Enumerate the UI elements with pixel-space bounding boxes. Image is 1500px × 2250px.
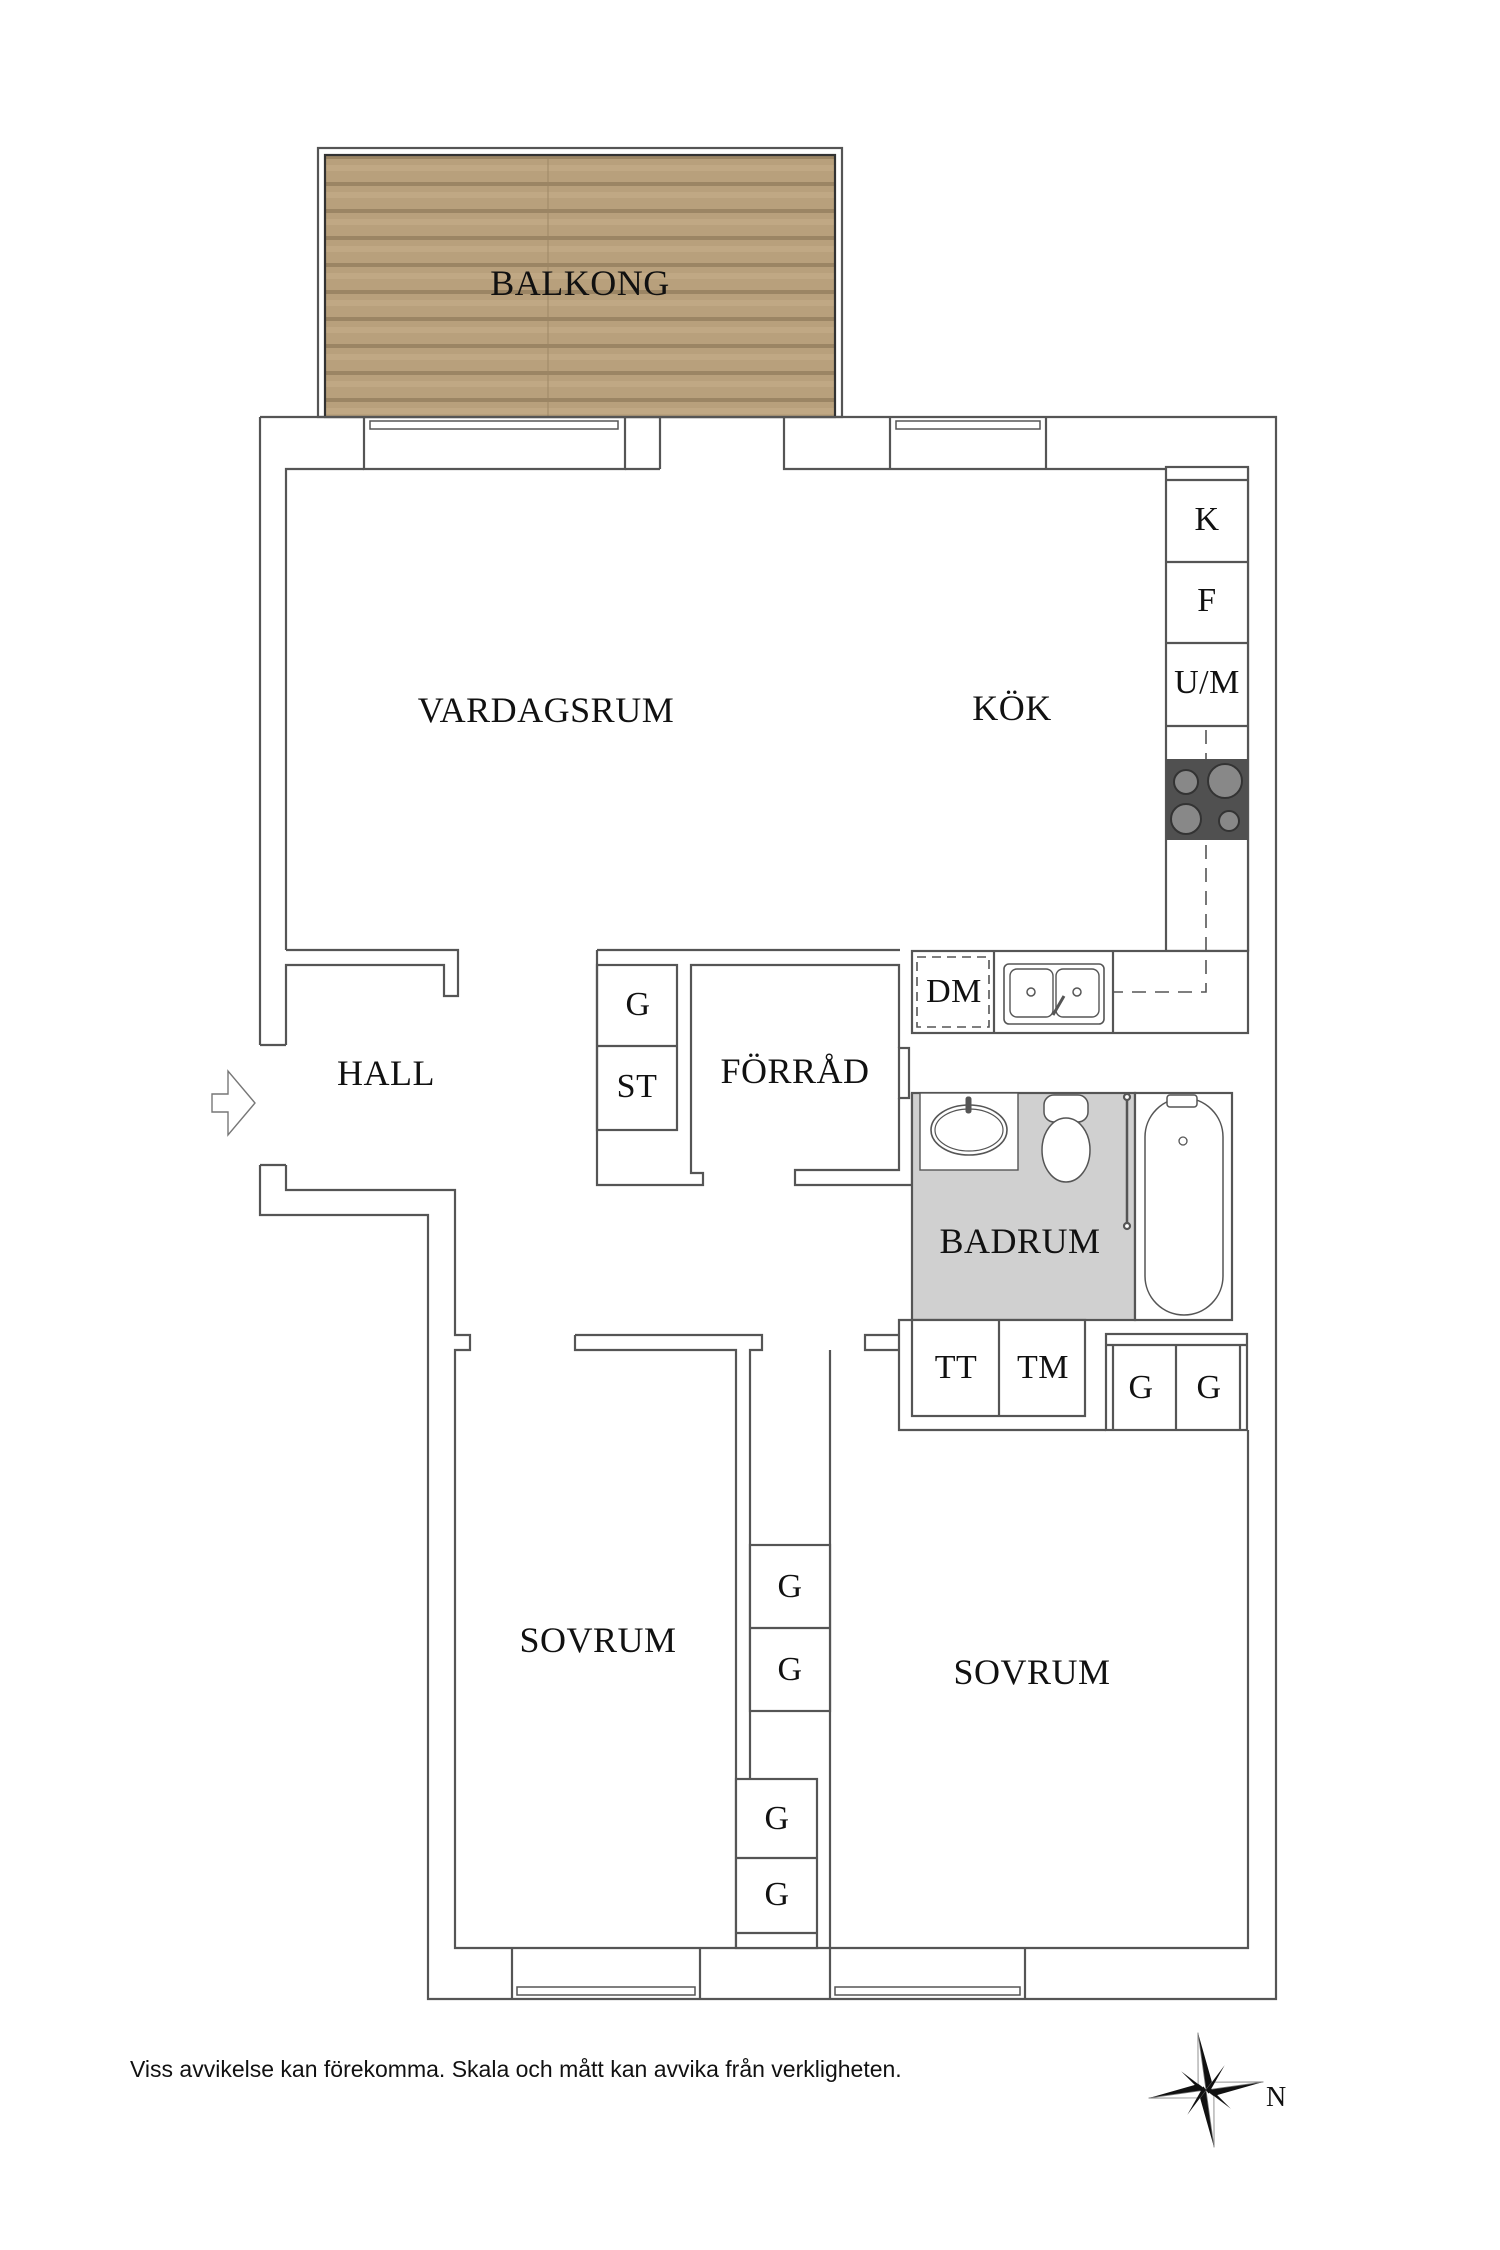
kitchen-counter [910,465,1250,1035]
hall-wall-top [284,948,460,1045]
fixture-label-wardrobe-2: G [1196,1369,1222,1406]
fixture-label-wardrobe-1: G [1128,1369,1154,1406]
upper-closet [748,1543,832,1713]
kitchen-window [888,417,1048,469]
fixture-label-oven-microwave: U/M [1174,664,1240,701]
lower-closet [734,1777,819,1950]
hall-closet [595,948,901,1187]
fixture-label-washer: TM [1017,1349,1069,1386]
inner-wall-living [284,417,1250,951]
room-label-storage: FÖRRÅD [720,1051,870,1091]
compass-north-label: N [1266,2082,1287,2113]
compass-icon [1148,2032,1264,2148]
hall-wall-bottom [284,1165,1250,1950]
fixture-label-dishwasher: DM [926,973,982,1010]
bedroom-windows [510,1948,1027,1999]
fixture-label-freezer: F [1197,582,1217,619]
fixture-label-upper-closet-1: G [777,1568,803,1605]
entrance-arrow-icon [211,1069,256,1137]
room-label-balcony: BALKONG [490,263,670,303]
fixture-label-hall-closet-g: G [625,986,651,1023]
disclaimer-text: Viss avvikelse kan förekomma. Skala och … [130,2056,902,2082]
bathroom [910,1091,1234,1322]
fixture-label-lower-closet-1: G [764,1800,790,1837]
room-label-living-room: VARDAGSRUM [417,690,675,730]
stove-icon [1166,759,1248,840]
fixture-label-lower-closet-2: G [764,1876,790,1913]
fixture-label-hall-closet-st: ST [616,1068,658,1105]
balcony [316,146,844,419]
room-label-bedroom-right: SOVRUM [953,1652,1111,1692]
fixture-label-upper-closet-2: G [777,1651,803,1688]
fixture-label-fridge: K [1194,501,1220,538]
outer-wall [258,415,1278,2001]
room-label-bathroom: BADRUM [939,1221,1101,1261]
right-bedroom-wardrobe [1104,1332,1249,1432]
room-label-hall: HALL [337,1053,435,1093]
laundry-area [863,1318,1106,1432]
living-window [362,417,627,471]
room-label-kitchen: KÖK [972,688,1052,728]
room-label-bedroom-left: SOVRUM [519,1620,677,1660]
fixture-label-dryer: TT [934,1349,978,1386]
